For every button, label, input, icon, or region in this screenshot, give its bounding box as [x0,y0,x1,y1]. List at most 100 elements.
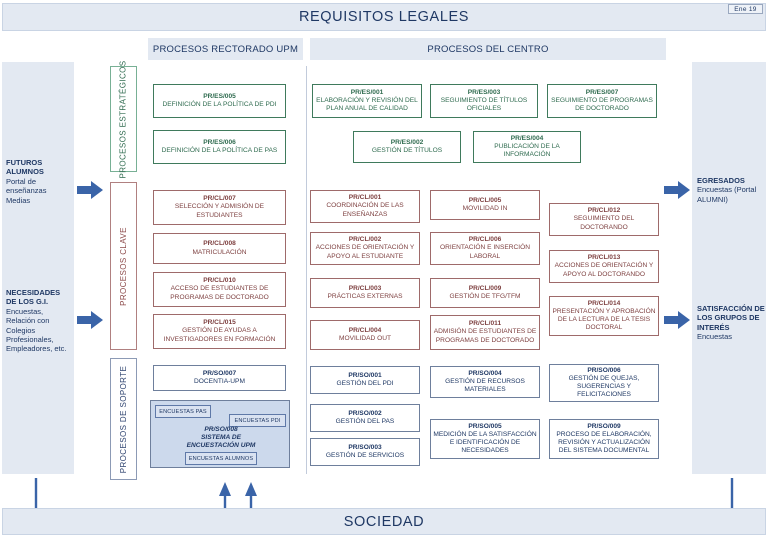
process-name: DEFINICIÓN DE LA POLÍTICA DE PDI [162,101,277,108]
process-name: PRÁCTICAS EXTERNAS [327,293,403,300]
header-band-requisitos-legales: REQUISITOS LEGALES [2,3,766,31]
arrow-necesidades-gi [77,311,103,329]
process-box-pr-cl-011[interactable]: PR/CL/011 ADMISIÓN DE ESTUDIANTES DE PRO… [430,315,540,350]
process-code: PR/SO/006 [587,366,621,374]
process-box-pr-so-009[interactable]: PR/SO/009 PROCESO DE ELABORACIÓN, REVISI… [549,419,659,459]
process-name: ACCIONES DE ORIENTACIÓN Y APOYO AL ESTUD… [315,244,415,260]
category-label-estrategicos-text: PROCESOS ESTRATÉGICOS [119,59,128,179]
process-code: PR/SO/003 [348,443,382,451]
process-name: ADMISIÓN DE ESTUDIANTES DE PROGRAMAS DE … [433,328,537,344]
encuestas-group-code: PR/SO/008 [204,426,238,433]
process-box-pr-es-005[interactable]: PR/ES/005 DEFINICIÓN DE LA POLÍTICA DE P… [153,84,286,118]
stakeholder-futuros-alumnos-detail: Portal de enseñanzas Medias [6,176,47,205]
right-stakeholder-panel [692,62,766,474]
process-name: PUBLICACIÓN DE LA INFORMACIÓN [494,142,560,159]
process-box-pr-cl-008[interactable]: PR/CL/008 MATRICULACIÓN [153,233,286,264]
encuestas-group-title-line1: SISTEMA DE [200,434,242,441]
process-name: COORDINACIÓN DE LAS ENSEÑANZAS [326,202,404,218]
process-box-pr-cl-003[interactable]: PR/CL/003 PRÁCTICAS EXTERNAS [310,278,420,308]
process-name: GESTIÓN DE SERVICIOS [325,452,405,459]
process-box-pr-cl-005[interactable]: PR/CL/005 MOVILIDAD IN [430,190,540,220]
date-badge-label: Ene 19 [734,5,757,13]
process-code: PR/SO/005 [468,422,502,430]
column-header-centro-label: PROCESOS DEL CENTRO [427,43,549,55]
process-box-pr-cl-006[interactable]: PR/CL/006 ORIENTACIÓN E INSERCIÓN LABORA… [430,232,540,265]
process-box-pr-es-001[interactable]: PR/ES/001 ELABORACIÓN Y REVISIÓN DEL PLA… [312,84,422,118]
process-name: SEGUIMIENTO DEL DOCTORANDO [573,215,635,231]
left-stakeholder-panel [2,62,74,474]
process-code: PR/CL/013 [587,254,621,262]
process-box-pr-es-007[interactable]: PR/ES/007 SEGUIMIENTO DE PROGRAMAS DE DO… [547,84,657,118]
process-code: PR/ES/005 [203,92,236,100]
process-code: PR/CL/005 [468,196,502,204]
encuestas-pdi-label: ENCUESTAS PDI [234,417,281,424]
process-name: GESTIÓN DE QUEJAS, SUGERENCIAS Y FELICIT… [568,374,640,399]
process-box-pr-cl-010[interactable]: PR/CL/010 ACCESO DE ESTUDIANTES DE PROGR… [153,272,286,307]
process-box-pr-so-002[interactable]: PR/SO/002 GESTIÓN DEL PAS [310,404,420,432]
category-label-clave: PROCESOS CLAVE [110,182,137,350]
process-name: GESTIÓN DE AYUDAS A INVESTIGADORES EN FO… [163,327,276,343]
encuestas-group-pr-so-008[interactable]: ENCUESTAS PAS ENCUESTAS PDI PR/SO/008 SI… [150,400,290,468]
process-box-pr-cl-015[interactable]: PR/CL/015 GESTIÓN DE AYUDAS A INVESTIGAD… [153,314,286,349]
encuestas-pdi-box[interactable]: ENCUESTAS PDI [229,414,286,427]
process-name: GESTIÓN DE TFG/TFM [449,293,521,300]
column-header-rectorado-label: PROCESOS RECTORADO UPM [152,43,299,55]
process-code: PR/ES/002 [390,138,424,146]
process-box-pr-cl-009[interactable]: PR/CL/009 GESTIÓN DE TFG/TFM [430,278,540,308]
encuestas-alumnos-box[interactable]: ENCUESTAS ALUMNOS [185,452,257,465]
process-box-pr-cl-002[interactable]: PR/CL/002 ACCIONES DE ORIENTACIÓN Y APOY… [310,232,420,265]
process-name: GESTIÓN DEL PDI [336,380,394,387]
process-name: MEDICIÓN DE LA SATISFACCIÓN E IDENTIFICA… [433,430,537,455]
process-box-pr-es-002[interactable]: PR/ES/002 GESTIÓN DE TÍTULOS [353,131,461,163]
stakeholder-satisfaccion-gi-title: SATISFACCIÓN DE LOS GRUPOS DE INTERÉS [697,304,765,332]
process-box-pr-so-006[interactable]: PR/SO/006 GESTIÓN DE QUEJAS, SUGERENCIAS… [549,364,659,402]
process-code: PR/SO/002 [348,409,382,417]
process-box-pr-so-004[interactable]: PR/SO/004 GESTIÓN DE RECURSOS MATERIALES [430,366,540,398]
process-box-pr-cl-004[interactable]: PR/CL/004 MOVILIDAD OUT [310,320,420,350]
process-code: PR/CL/014 [587,299,621,307]
process-box-pr-cl-014[interactable]: PR/CL/014 PRESENTACIÓN Y APROBACIÓN DE L… [549,296,659,336]
column-separator [306,66,307,474]
process-code: PR/CL/015 [203,319,236,327]
encuestas-pas-box[interactable]: ENCUESTAS PAS [155,405,211,418]
process-code: PR/ES/007 [585,88,619,96]
process-code: PR/CL/008 [203,240,236,248]
stakeholder-satisfaccion-gi: SATISFACCIÓN DE LOS GRUPOS DE INTERÉS En… [697,304,765,342]
process-code: PR/CL/009 [468,284,502,292]
process-code: PR/CL/011 [468,320,502,328]
process-name: PROCESO DE ELABORACIÓN, REVISIÓN Y ACTUA… [556,430,652,455]
process-box-pr-so-003[interactable]: PR/SO/003 GESTIÓN DE SERVICIOS [310,438,420,466]
process-box-pr-so-005[interactable]: PR/SO/005 MEDICIÓN DE LA SATISFACCIÓN E … [430,419,540,459]
process-box-pr-cl-013[interactable]: PR/CL/013 ACCIONES DE ORIENTACIÓN Y APOY… [549,250,659,283]
stakeholder-futuros-alumnos-title: FUTUROS ALUMNOS [6,158,44,177]
process-box-pr-cl-001[interactable]: PR/CL/001 COORDINACIÓN DE LAS ENSEÑANZAS [310,190,420,223]
process-name: PRESENTACIÓN Y APROBACIÓN DE LA LECTURA … [552,307,656,332]
process-name: DOCENTIA-UPM [194,378,245,385]
process-box-pr-es-003[interactable]: PR/ES/003 SEGUIMIENTO DE TÍTULOS OFICIAL… [430,84,538,118]
footer-title: SOCIEDAD [343,513,425,530]
stakeholder-egresados-detail: Encuestas (Portal ALUMNI) [697,185,757,204]
category-label-soporte-text: PROCESOS DE SOPORTE [119,365,129,473]
process-code: PR/ES/003 [467,88,501,96]
process-box-pr-so-007[interactable]: PR/SO/007 DOCENTIA-UPM [153,365,286,391]
process-box-pr-so-001[interactable]: PR/SO/001 GESTIÓN DEL PDI [310,366,420,394]
process-code: PR/ES/001 [350,88,384,96]
category-label-soporte: PROCESOS DE SOPORTE [110,358,137,480]
process-name: ACCIONES DE ORIENTACIÓN Y APOYO AL DOCTO… [554,262,654,278]
arrow-egresados [664,181,690,199]
process-box-pr-cl-012[interactable]: PR/CL/012 SEGUIMIENTO DEL DOCTORANDO [549,203,659,236]
process-code: PR/CL/004 [348,326,382,334]
process-name: GESTIÓN DE TÍTULOS [371,147,443,154]
stakeholder-egresados-title: EGRESADOS [697,176,745,185]
process-box-pr-es-004[interactable]: PR/ES/004 PUBLICACIÓN DE LA INFORMACIÓN [473,131,581,163]
process-box-pr-cl-007[interactable]: PR/CL/007 SELECCIÓN Y ADMISIÓN DE ESTUDI… [153,190,286,225]
process-code: PR/SO/001 [348,371,382,379]
process-code: PR/CL/001 [348,194,382,202]
process-code: PR/CL/003 [348,284,382,292]
process-name: SEGUIMIENTO DE TÍTULOS OFICIALES [440,96,528,113]
stakeholder-necesidades-gi-title: NECESIDADES DE LOS G.I. [6,288,61,307]
process-code: PR/CL/006 [468,236,502,244]
stakeholder-satisfaccion-gi-detail: Encuestas [697,332,733,342]
process-box-pr-es-006[interactable]: PR/ES/006 DEFINICIÓN DE LA POLÍTICA DE P… [153,130,286,164]
